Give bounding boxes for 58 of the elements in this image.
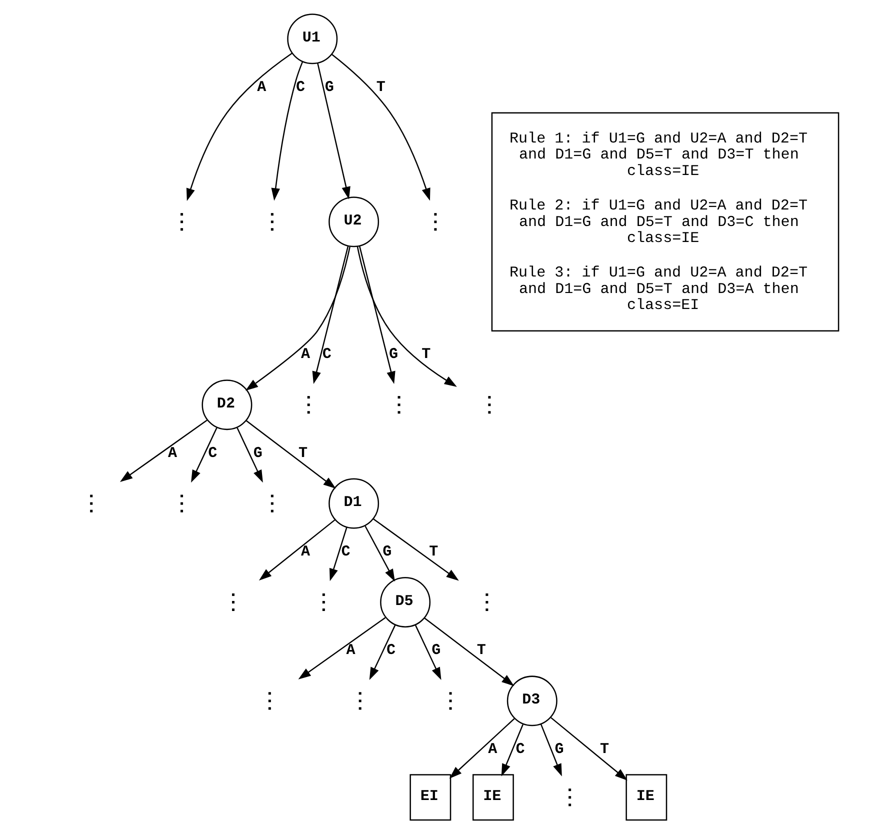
arrow — [359, 246, 396, 384]
arrow — [369, 624, 396, 680]
edge-label: C — [322, 344, 332, 363]
arrow — [415, 624, 442, 680]
arrow — [120, 419, 208, 482]
edge-label: A — [257, 77, 266, 96]
arrow — [271, 61, 304, 200]
arrow — [373, 518, 459, 580]
edge-label: T — [429, 542, 438, 560]
node-circle: D3 — [506, 675, 558, 726]
edge-label: C — [208, 443, 218, 462]
arrow — [540, 724, 562, 776]
edge-label: T — [476, 640, 486, 659]
node-box: EI — [410, 774, 452, 820]
edge-label: G — [388, 344, 398, 363]
node-circle: D2 — [202, 379, 252, 430]
edge-label: T — [376, 77, 386, 96]
node-circle: U2 — [328, 196, 380, 247]
arrow — [356, 246, 457, 386]
edge-label: C — [296, 77, 306, 96]
edge-label: T — [600, 739, 609, 758]
node-circle: D1 — [328, 478, 380, 528]
arrow — [424, 617, 514, 686]
node-box: IE — [472, 774, 514, 820]
edge-label: A — [346, 640, 356, 659]
arrow — [550, 716, 628, 780]
edge-label: G — [554, 739, 564, 758]
edge-label: C — [386, 640, 396, 659]
arrow — [364, 525, 395, 582]
arrow — [236, 427, 263, 482]
edge-label: A — [301, 542, 310, 560]
edge-label: A — [168, 443, 177, 462]
arrow — [312, 246, 349, 384]
edge-label: T — [298, 443, 308, 462]
node-box: Rule 1: if U1=G and U2=A and D2=T and D1=G and D5=T and D3=T then class=IE Rule 2: if U1=G and U2=A and D2=T and D1=G and D5=T and D3=C then class=IE Rule 3: if U1=G and U2=A and D2=T and D1=G and D5=T and D3=A then class=EI — [491, 112, 840, 331]
node-circle: D5 — [380, 576, 431, 627]
node-box: IE — [626, 774, 668, 820]
arrow — [191, 427, 218, 482]
edge-label: A — [488, 739, 498, 758]
edge-label: G — [382, 542, 392, 560]
edge-label: T — [422, 344, 431, 363]
arrow — [258, 518, 336, 580]
arrow — [329, 526, 348, 581]
edge-label: A — [301, 344, 310, 363]
arrow — [298, 616, 386, 679]
node-circle: U1 — [287, 13, 338, 64]
arrow — [501, 724, 524, 776]
edge-label: C — [516, 739, 525, 758]
arrow — [246, 420, 336, 488]
arrow — [317, 62, 350, 199]
edge-label: G — [432, 640, 441, 659]
edge-label: G — [324, 77, 334, 96]
arrow — [186, 52, 292, 201]
arrow — [331, 53, 430, 200]
arrow — [245, 246, 350, 390]
edge-label: G — [253, 443, 262, 462]
arrow — [449, 718, 515, 778]
edge-label: C — [341, 542, 350, 560]
